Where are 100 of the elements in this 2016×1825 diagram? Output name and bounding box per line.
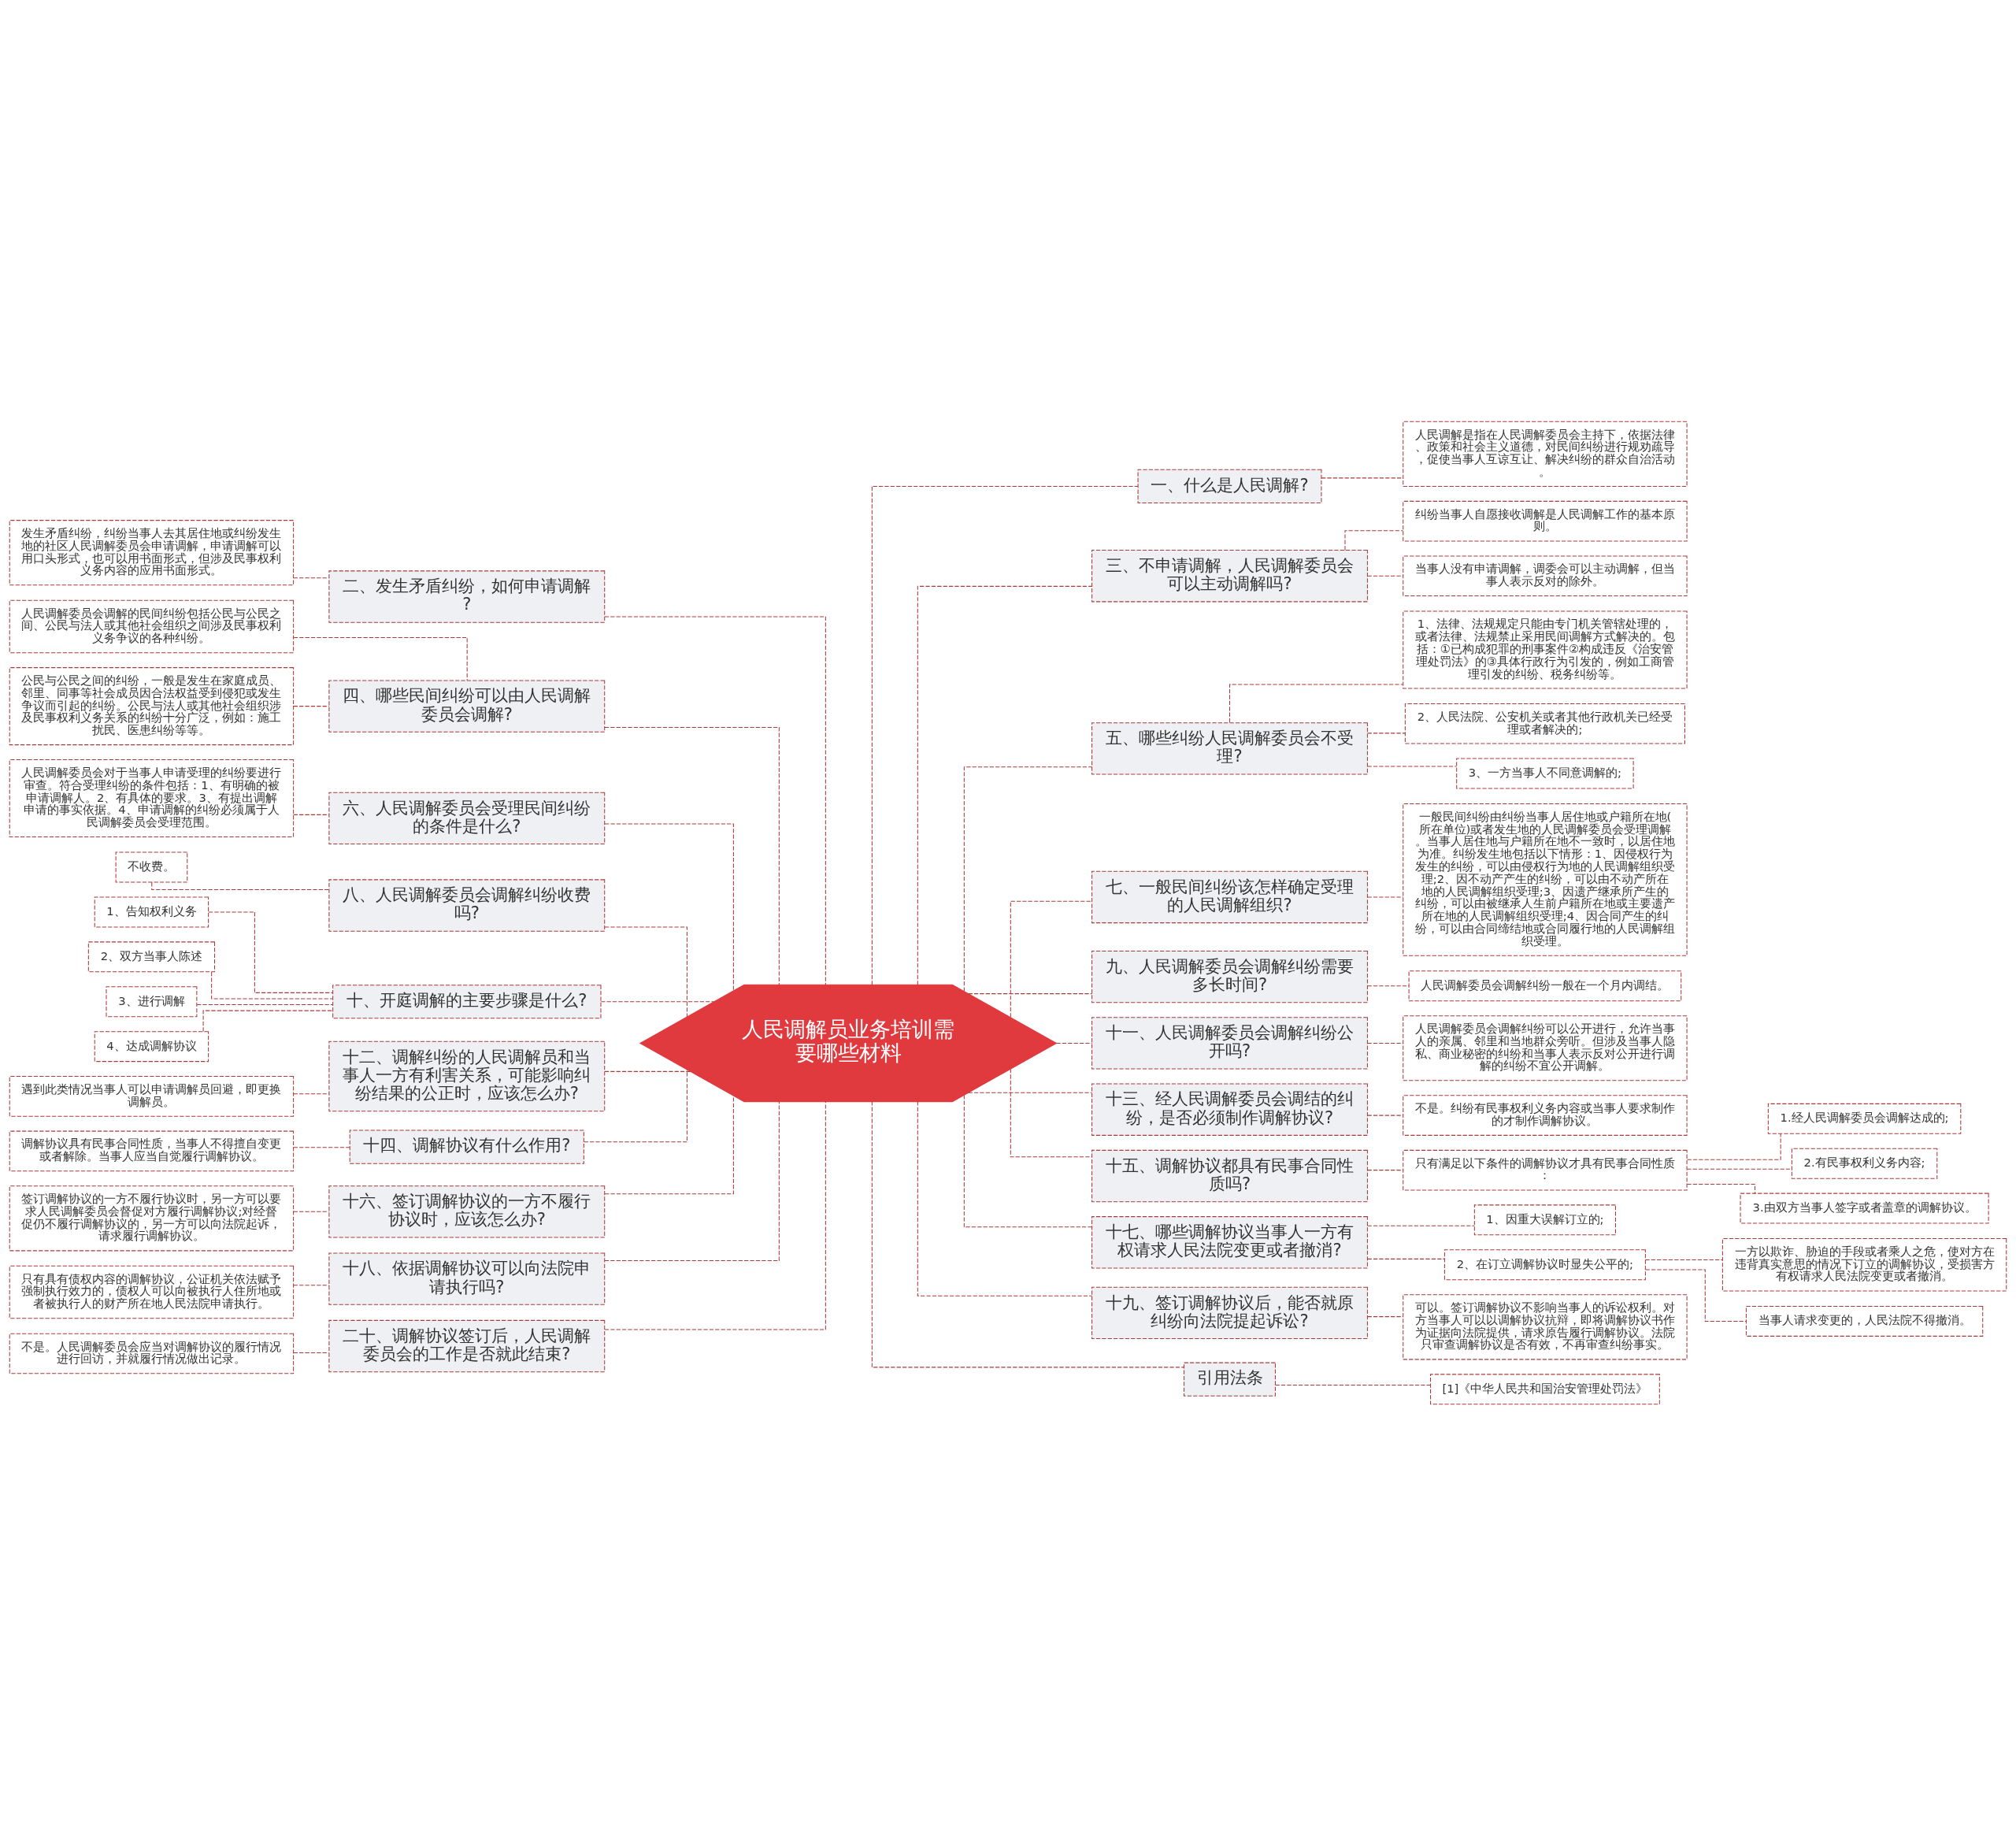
connector	[1367, 1042, 1404, 1044]
connector	[604, 1100, 780, 1261]
connector	[1367, 766, 1457, 767]
node-box: 一般民间纠纷由纠纷当事人居住地或户籍所在地(所在单位)或者发生地的人民调解委员会受理调解。当事人居住地与户籍所在地不一致时，以居住地为准。纠纷发生地包括以下情形：1、因侵权行为发生的纠纷，可以由侵权行为地的人民调解组织受理;2、因不动产产生的纠纷，可以由不动产所在地的人民调解组织受理;3、因遗产继承所产生的纠纷，可以由被继承人生前户籍所在地或主要遗产所在地的人民调解组织受理;4、因合同产生的纠纷，可以由合同缔结地或合同履行地的人民调解组织受理。	[1403, 803, 1688, 956]
connector	[293, 1284, 330, 1285]
node-box: 2、在订立调解协议时显失公平的;	[1443, 1248, 1646, 1280]
node-box: 十、开庭调解的主要步骤是什么?	[332, 984, 602, 1018]
connector	[604, 726, 780, 985]
connector	[196, 1003, 333, 1005]
connector	[293, 705, 330, 707]
node-box: 不是。纠纷有民事权利义务内容或当事人要求制作的才制作调解协议。	[1403, 1094, 1688, 1136]
connector	[1275, 1384, 1431, 1385]
connector	[1686, 1183, 1756, 1193]
connector	[293, 1211, 330, 1212]
node-box: [1]《中华人民共和国治安管理处罚法》	[1429, 1373, 1660, 1404]
node-box: 人民调解委员会调解纠纷可以公开进行，允许当事人的亲属、邻里和当地群众旁听。但涉及当事人隐私、商业秘密的纠纷和当事人表示反对公开进行调解的纠纷不宜公开调解。	[1403, 1015, 1688, 1081]
node-box: 只有满足以下条件的调解协议才具有民事合同性质：	[1403, 1149, 1688, 1190]
connector	[1344, 529, 1403, 551]
node-box: 发生矛盾纠纷，纠纷当事人去其居住地或纠纷发生地的社区人民调解委员会申请调解，申请调解可以用口头形式，也可以用书面形式，但涉及民事权利义务内容的应用书面形式。	[9, 519, 295, 585]
connector	[1367, 1225, 1475, 1226]
node-box: 可以。签订调解协议不影响当事人的诉讼权利。对方当事人可以以调解协议抗辩，即将调解协议书作为证据向法院提供，请求原告履行调解协议。法院只审查调解协议是否有效，不再审查纠纷事实。	[1403, 1293, 1688, 1359]
node-box: 1.经人民调解委员会调解达成的;	[1767, 1103, 1962, 1134]
connector	[1645, 1269, 1747, 1322]
node-box: 1、因重大误解订立的;	[1473, 1204, 1616, 1235]
connector	[208, 911, 334, 993]
node-box: 八、人民调解委员会调解纠纷收费吗?	[328, 878, 606, 932]
connector	[1686, 1168, 1792, 1170]
node-box: 3、进行调解	[106, 985, 198, 1017]
connector	[293, 814, 330, 815]
connector	[604, 1100, 826, 1330]
connector	[211, 971, 333, 999]
connector	[871, 1100, 1185, 1367]
connector	[1367, 575, 1404, 577]
connector	[600, 1000, 714, 1002]
connector	[963, 766, 1093, 992]
node-box: 十五、调解协议都具有民事合同性质吗?	[1091, 1149, 1368, 1202]
connector	[1367, 1169, 1404, 1170]
connector	[293, 1092, 330, 1094]
connector	[604, 822, 734, 991]
node-box: 十四、调解协议有什么作用?	[349, 1129, 584, 1164]
node-box: 1、法律、法规规定只能由专门机关管辖处理的，或者法律、法规禁止采用民间调解方式解决的。包括：①已构成犯罪的刑事案件②构成违反《治安管理处罚法》的③具体行政行为引发的，例如工商管理引发的纠纷、税务纠纷等。	[1403, 610, 1688, 688]
connector	[917, 585, 1093, 985]
connector	[1321, 477, 1403, 478]
node-box: 九、人民调解委员会调解纠纷需要多长时间?	[1091, 950, 1368, 1003]
connector	[1055, 1042, 1093, 1044]
node-box: 六、人民调解委员会受理民间纠纷的条件是什么?	[328, 792, 606, 844]
connector	[1367, 732, 1406, 733]
connector	[293, 1146, 350, 1148]
node-box: 十八、依据调解协议可以向法院申请执行吗?	[328, 1252, 606, 1305]
node-box: 签订调解协议的一方不履行协议时，另一方可以要求人民调解委员会督促对方履行调解协议;对经督促仍不履行调解协议的，另一方可以向法院起诉，请求履行调解协议。	[9, 1185, 295, 1251]
node-box: 调解协议具有民事合同性质，当事人不得擅自变更或者解除。当事人应当自觉履行调解协议。	[9, 1130, 295, 1171]
node-box: 人民调解委员会对于当事人申请受理的纠纷要进行审查。符合受理纠纷的条件包括：1、有明确的被申请调解人。2、有具体的要求。3、有提出调解申请的事实依据。4、申请调解的纠纷必须属于人民调解委员会受理范围。	[9, 759, 295, 837]
node-box: 2、人民法院、公安机关或者其他行政机关已经受理或者解决的;	[1404, 703, 1685, 744]
connector	[604, 1095, 734, 1194]
node-box: 十九、签订调解协议后，能否就原纠纷向法院提起诉讼?	[1091, 1286, 1368, 1339]
connector	[1367, 985, 1410, 986]
node-box: 公民与公民之间的纠纷，一般是发生在家庭成员、邻里、同事等社会成员因合法权益受到侵犯或发生争议而引起的纠纷。公民与法人或其他社会组织涉及民事权利义务关系的纠纷十分广泛，例如：施工扰民、医患纠纷等等。	[9, 666, 295, 745]
connector	[1686, 1133, 1781, 1160]
node-box: 只有具有债权内容的调解协议，公证机关依法赋予强制执行效力的，债权人可以向被执行人住所地或者被执行人的财产所在地人民法院申请执行。	[9, 1265, 295, 1319]
connector	[963, 1094, 1093, 1227]
node-box: 1、告知权利义务	[94, 896, 209, 927]
node-box: 当事人没有申请调解，调委会可以主动调解，但当事人表示反对的除外。	[1403, 555, 1688, 596]
node-box: 十七、哪些调解协议当事人一方有权请求人民法院变更或者撤消?	[1091, 1215, 1368, 1268]
connector	[151, 881, 330, 890]
node-box: 五、哪些纠纷人民调解委员会不受理?	[1091, 721, 1368, 775]
node-box: 人民调解是指在人民调解委员会主持下，依据法律、政策和社会主义道德，对民间纠纷进行规劝疏导，促使当事人互谅互让、解决纠纷的群众自治活动。	[1403, 421, 1688, 487]
node-box: 遇到此类情况当事人可以申请调解员回避，即更换调解员。	[9, 1075, 295, 1117]
node-box: 十六、签订调解协议的一方不履行协议时，应该怎么办?	[328, 1185, 606, 1237]
node-box: 引用法条	[1184, 1362, 1276, 1397]
connector	[1367, 1315, 1404, 1317]
connector	[1010, 1068, 1093, 1157]
node-box: 十一、人民调解委员会调解纠纷公开吗?	[1091, 1016, 1368, 1070]
connector	[1229, 683, 1404, 723]
node-box: 3.由双方当事人签字或者盖章的调解协议。	[1740, 1193, 1989, 1224]
connector	[604, 925, 687, 1017]
node-box: 二十、调解协议签订后，人民调解委员会的工作是否就此结束?	[328, 1319, 606, 1372]
connector	[1367, 1258, 1445, 1259]
connector	[604, 616, 826, 985]
connector	[202, 1010, 334, 1032]
node-box: 不收费。	[115, 851, 188, 883]
node-box: 2、双方当事人陈述	[87, 940, 216, 972]
node-box: 纠纷当事人自愿接收调解是人民调解工作的基本原则。	[1403, 500, 1688, 541]
connector	[917, 1100, 1093, 1296]
node-box: 当事人请求变更的，人民法院不得撤消。	[1745, 1305, 1984, 1337]
connector	[293, 636, 468, 681]
connector	[293, 1352, 330, 1353]
connector	[1010, 900, 1093, 1018]
connector	[604, 1070, 691, 1072]
connector	[584, 1069, 687, 1142]
node-box: 人民调解委员会调解纠纷一般在一个月内调结。	[1408, 970, 1682, 1001]
node-box: 不是。人民调解委员会应当对调解协议的履行情况进行回访，并就履行情况做出记录。	[9, 1333, 295, 1374]
connector	[293, 577, 330, 578]
node-box: 十二、调解纠纷的人民调解员和当事人一方有利害关系，可能影响纠纷结果的公正时，应该怎么办?	[328, 1040, 606, 1111]
node-box: 二、发生矛盾纠纷，如何申请调解?	[328, 569, 606, 623]
node-box: 2.有民事权利义务内容;	[1791, 1148, 1938, 1179]
node-box: 四、哪些民间纠纷可以由人民调解委员会调解?	[328, 679, 606, 733]
node-box: 一、什么是人民调解?	[1137, 469, 1322, 503]
node-box: 十三、经人民调解委员会调结的纠纷，是否必须制作调解协议?	[1091, 1083, 1368, 1136]
connector	[968, 992, 1092, 994]
node-box: 七、一般民间纠纷该怎样确定受理的人民调解组织?	[1091, 870, 1368, 923]
